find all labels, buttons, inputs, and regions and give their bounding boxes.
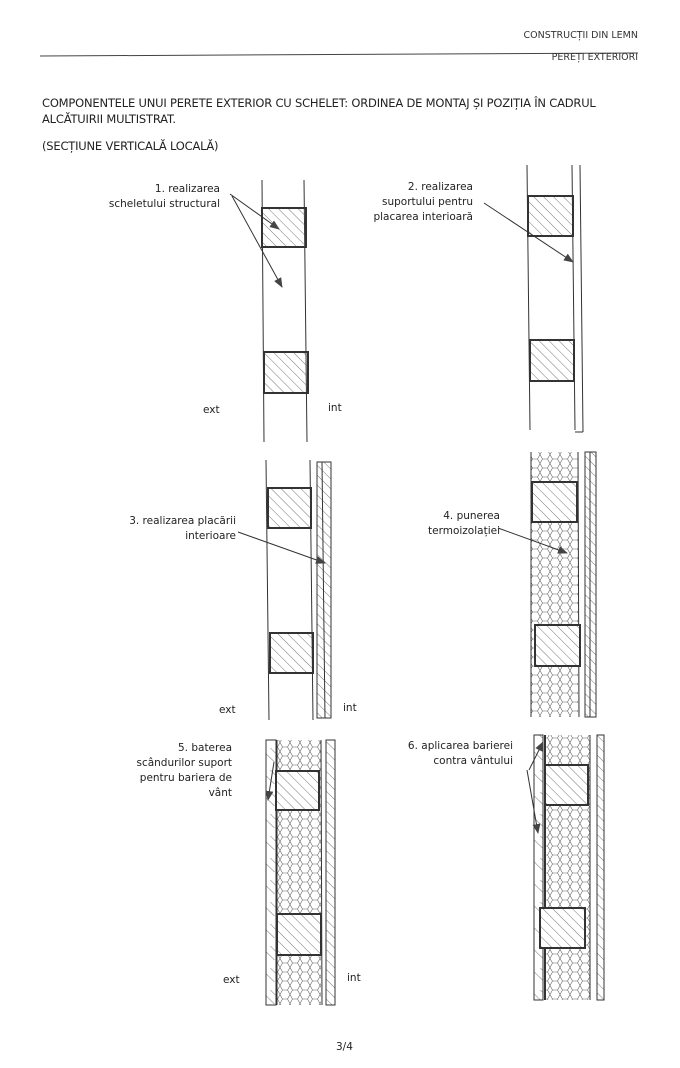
step-2-label: 2. realizarea suportului pentru placarea… xyxy=(373,180,473,225)
step-1-label: 1. realizarea scheletului structural xyxy=(109,182,220,212)
diagram-step-3 xyxy=(237,459,332,721)
diagram-step-2 xyxy=(483,164,584,433)
ext-label-5: ext xyxy=(223,974,240,986)
step-3-line: interioare xyxy=(185,530,236,542)
step-6-label: 6. aplicarea barierei contra vântului xyxy=(408,739,513,769)
page-number: 3/4 xyxy=(336,1041,353,1053)
step-4-label: 4. punerea termoizolației xyxy=(428,509,500,539)
diagram-step-1 xyxy=(229,179,309,443)
ext-label-3: ext xyxy=(219,704,236,716)
diagram-step-5 xyxy=(265,739,336,1006)
header-rule xyxy=(39,52,639,57)
page-subtitle: (SECȚIUNE VERTICALĂ LOCALĂ) xyxy=(42,139,219,153)
step-2-line: 2. realizarea xyxy=(407,181,473,193)
step-5-line: 5. baterea xyxy=(177,742,232,754)
int-label-1: int xyxy=(328,402,342,414)
step-3-line: 3. realizarea placării xyxy=(129,515,236,527)
diagram-step-6 xyxy=(526,734,605,1001)
ext-label-1: ext xyxy=(203,404,220,416)
diagram-step-4 xyxy=(497,451,597,718)
step-5-line: scândurilor suport xyxy=(136,757,232,769)
step-2-line: suportului pentru xyxy=(382,196,473,208)
header-subsection: PEREȚI EXTERIORI xyxy=(551,52,638,63)
step-4-line: 4. punerea xyxy=(443,510,500,522)
page-title-line1: COMPONENTELE UNUI PERETE EXTERIOR CU SCH… xyxy=(42,96,596,110)
step-4-line: termoizolației xyxy=(428,525,500,537)
step-5-label: 5. baterea scândurilor suport pentru bar… xyxy=(136,741,232,801)
step-1-line: 1. realizarea xyxy=(154,183,220,195)
step-6-line: contra vântului xyxy=(433,755,513,767)
header-section: CONSTRUCȚII DIN LEMN xyxy=(523,30,638,41)
int-label-5: int xyxy=(347,972,361,984)
step-5-line: pentru bariera de xyxy=(139,772,232,784)
int-label-3: int xyxy=(343,702,357,714)
step-6-line: 6. aplicarea barierei xyxy=(407,740,513,752)
step-1-line: scheletului structural xyxy=(108,198,220,210)
page-title-line2: ALCĂTUIRII MULTISTRAT. xyxy=(42,112,176,126)
step-3-label: 3. realizarea placării interioare xyxy=(129,514,236,544)
step-5-line: vânt xyxy=(208,787,232,799)
step-2-line: placarea interioară xyxy=(373,211,473,223)
